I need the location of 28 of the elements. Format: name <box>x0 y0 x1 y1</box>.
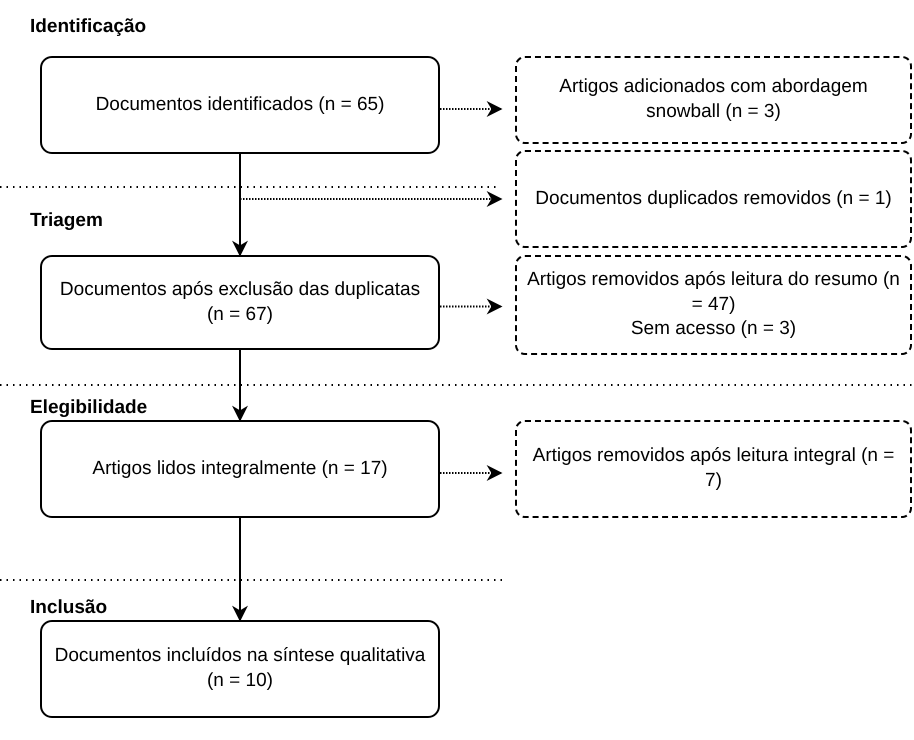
exclusion-box <box>515 255 912 355</box>
section-heading: Elegibilidade <box>30 397 148 419</box>
section-heading: Triagem <box>30 210 103 232</box>
box-text: Artigos removidos após leitura do resumo (n = 47) <box>526 268 901 317</box>
box-text: Artigos adicionados com abordagem snowball (n = 3) <box>558 75 869 124</box>
process-box <box>40 420 440 518</box>
arrow <box>232 518 248 622</box>
arrow <box>232 350 248 422</box>
box-text: Documentos identificados (n = 65) <box>96 92 384 117</box>
process-box <box>40 56 440 154</box>
exclusion-box <box>515 150 912 248</box>
box-text: Artigos lidos integralmente (n = 17) <box>92 456 388 481</box>
arrow <box>232 154 248 257</box>
process-box <box>40 255 440 350</box>
arrow <box>440 465 503 481</box>
box-text: Sem acesso (n = 3) <box>630 317 796 342</box>
process-box <box>40 620 440 718</box>
exclusion-box <box>515 420 912 518</box>
section-heading: Inclusão <box>30 597 108 619</box>
box-text: Artigos removidos após leitura integral (n = 7) <box>532 444 896 493</box>
section-heading: Identificação <box>30 16 146 38</box>
exclusion-box <box>515 56 912 144</box>
arrow <box>440 298 503 314</box>
box-text: Documentos incluídos na síntese qualitativa (n = 10) <box>54 644 426 693</box>
box-text: Documentos duplicados removidos (n = 1) <box>535 186 892 211</box>
arrow <box>239 154 503 207</box>
arrow <box>440 101 503 117</box>
box-text: Documentos após exclusão das duplicatas (n = 67) <box>58 278 422 326</box>
